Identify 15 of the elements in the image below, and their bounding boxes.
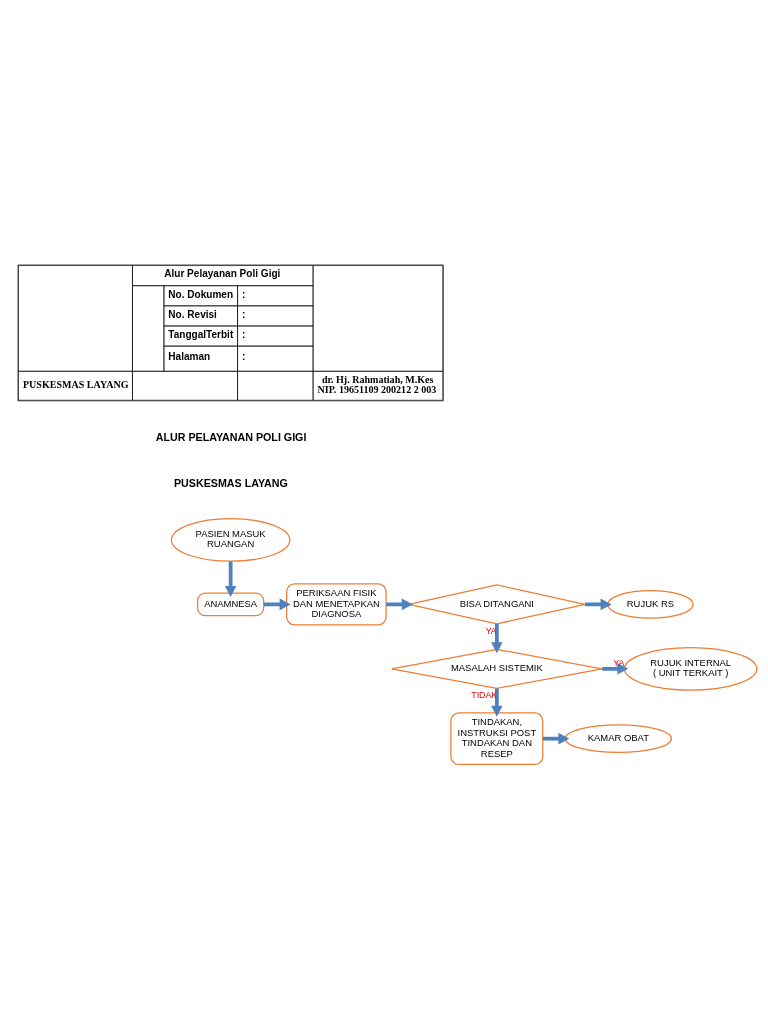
label: No. Dokumen bbox=[168, 288, 234, 300]
label: : bbox=[241, 328, 246, 340]
label: NIP. 19651109 200212 2 003 bbox=[317, 383, 437, 395]
label: PUSKESMAS LAYANG bbox=[174, 476, 288, 489]
label: : bbox=[241, 288, 246, 300]
label: ALUR PELAYANAN POLI GIGI bbox=[155, 430, 307, 443]
label: PUSKESMAS LAYANG bbox=[22, 378, 129, 390]
edge-label: YA bbox=[613, 657, 625, 668]
label: Halaman bbox=[168, 350, 211, 362]
label: : bbox=[241, 308, 246, 320]
label: Alur Pelayanan Poli Gigi bbox=[164, 267, 281, 279]
label: No. Revisi bbox=[168, 308, 217, 320]
label: dr. Hj. Rahmatiah, M.Kes bbox=[321, 373, 434, 385]
label: TanggalTerbit bbox=[168, 328, 234, 340]
label: : bbox=[241, 350, 246, 362]
